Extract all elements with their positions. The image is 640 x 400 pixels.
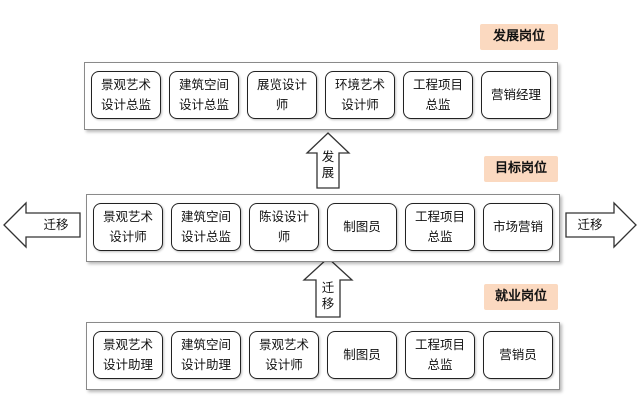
target-node-6: 市场营销 xyxy=(483,203,553,251)
employment-tier-label: 就业岗位 xyxy=(484,284,558,310)
employment-node-2: 建筑空间设计助理 xyxy=(171,331,241,379)
target-node-4: 制图员 xyxy=(327,203,397,251)
development-node-2: 建筑空间设计总监 xyxy=(169,71,239,119)
transfer-right-arrow xyxy=(565,201,637,249)
target-node-3: 陈设设计师 xyxy=(249,203,319,251)
target-tier-panel: 景观艺术设计师 建筑空间设计总监 陈设设计师 制图员 工程项目总监 市场营销 xyxy=(86,194,560,262)
develop-arrow xyxy=(305,132,351,189)
target-node-2: 建筑空间设计总监 xyxy=(171,203,241,251)
development-tier-label: 发展岗位 xyxy=(480,24,558,50)
employment-node-6: 营销员 xyxy=(483,331,553,379)
employment-node-3: 景观艺术设计师 xyxy=(249,331,319,379)
development-node-4: 环境艺术设计师 xyxy=(325,71,395,119)
employment-node-5: 工程项目总监 xyxy=(405,331,475,379)
target-node-5: 工程项目总监 xyxy=(405,203,475,251)
development-node-6: 营销经理 xyxy=(481,71,551,119)
development-node-5: 工程项目总监 xyxy=(403,71,473,119)
employment-node-1: 景观艺术设计助理 xyxy=(93,331,163,379)
development-tier-panel: 景观艺术设计总监 建筑空间设计总监 展览设计师 环境艺术设计师 工程项目总监 营… xyxy=(84,62,558,130)
development-node-1: 景观艺术设计总监 xyxy=(91,71,161,119)
development-node-3: 展览设计师 xyxy=(247,71,317,119)
target-node-1: 景观艺术设计师 xyxy=(93,203,163,251)
transfer-up-arrow xyxy=(302,257,354,318)
transfer-left-arrow xyxy=(3,201,81,249)
employment-node-4: 制图员 xyxy=(327,331,397,379)
target-tier-label: 目标岗位 xyxy=(484,156,558,182)
employment-tier-panel: 景观艺术设计助理 建筑空间设计助理 景观艺术设计师 制图员 工程项目总监 营销员 xyxy=(86,322,560,390)
